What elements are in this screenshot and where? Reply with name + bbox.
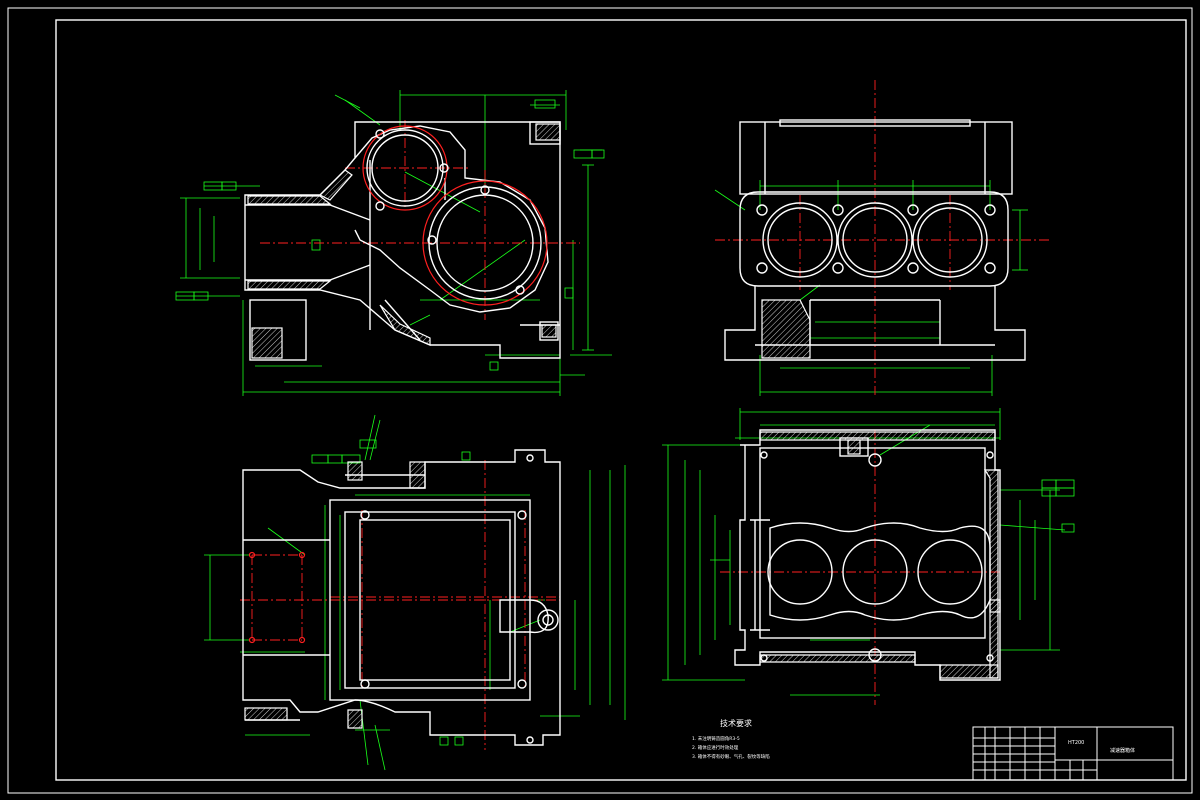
front-view — [175, 90, 612, 396]
top-view-outline — [242, 449, 561, 746]
technical-requirements: 技术要求 1. 未注明铸造圆角R3-5 2. 箱体应进行时效处理 3. 箱体不得… — [692, 718, 770, 760]
side-view-centerlines — [715, 80, 1050, 395]
top-view-tolerance-frames — [311, 439, 471, 746]
section-view — [662, 408, 1075, 705]
section-view-bores — [760, 451, 994, 662]
side-view-sections — [761, 299, 811, 359]
section-view-tolerance-frames — [1041, 479, 1075, 533]
tech-requirement-2: 2. 箱体应进行时效处理 — [692, 744, 739, 751]
section-view-centerlines — [720, 430, 1000, 705]
section-view-sections — [759, 431, 1001, 679]
title-block: HT200 减速器箱体 — [972, 726, 1174, 781]
top-view-sections — [244, 461, 426, 729]
side-view-bores — [756, 202, 996, 278]
side-view-dimensions — [714, 180, 1028, 396]
title-block-part-name: 减速器箱体 — [1110, 747, 1135, 754]
tech-requirement-3: 3. 箱体不得有砂眼、气孔、裂纹等缺陷 — [692, 753, 770, 760]
front-view-tolerance-frames — [175, 99, 605, 371]
front-view-sections — [247, 123, 561, 359]
top-view-holes — [248, 454, 534, 744]
front-view-outline — [244, 121, 561, 361]
tech-requirements-title: 技术要求 — [720, 718, 752, 728]
top-view-centerlines — [240, 460, 560, 750]
side-view-outline — [724, 119, 1026, 361]
side-view — [714, 80, 1050, 396]
section-view-outline — [734, 429, 1001, 681]
inner-frame — [55, 19, 1187, 781]
front-view-bores — [362, 125, 548, 306]
title-block-material: HT200 — [1068, 740, 1084, 746]
outer-frame — [7, 7, 1193, 794]
top-view — [204, 414, 626, 771]
tech-requirement-1: 1. 未注明铸造圆角R3-5 — [692, 735, 740, 742]
